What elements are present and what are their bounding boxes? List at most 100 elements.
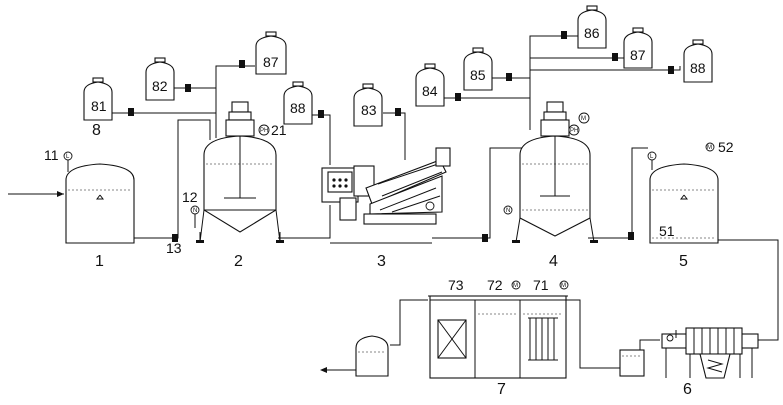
valve-icon	[506, 73, 512, 81]
label-unit-3: 3	[377, 253, 386, 270]
pump-icon	[666, 334, 674, 342]
tank-81-label: 81	[91, 98, 107, 114]
motor-sensor-tag: M	[707, 145, 712, 151]
receiving-tank	[619, 349, 645, 377]
valve-icon	[455, 93, 461, 101]
tank-84-label: 84	[422, 83, 438, 99]
level-sensor-tag: L	[650, 154, 654, 160]
screw-body	[365, 159, 447, 205]
valve-icon	[318, 110, 324, 118]
label-unit-1: 1	[95, 253, 104, 270]
ph-sensor-icon	[568, 124, 580, 136]
ph-sensor-icon	[258, 124, 270, 136]
tank-87a-label: 87	[263, 54, 279, 70]
label-52: 52	[718, 139, 734, 155]
level-sensor-tag: L	[66, 154, 70, 160]
pipe-83-to-3	[383, 112, 406, 160]
dosing-tanks: 81 82 87 88 83 84 85	[83, 5, 713, 127]
tank-1: L	[63, 151, 135, 244]
dosing-tank-87b: 87	[623, 27, 653, 69]
valve-icon	[668, 66, 674, 74]
label-73: 73	[448, 277, 464, 293]
motor-sensor-tag: M	[561, 283, 566, 289]
tank-5: L M	[647, 142, 719, 244]
label-11: 11	[44, 147, 59, 163]
filter-press-6	[661, 327, 759, 379]
label-21: 21	[271, 122, 287, 138]
valve-icon	[482, 234, 488, 242]
dosing-tank-87a: 87	[255, 31, 287, 75]
n-sensor-tag: N	[506, 208, 510, 214]
label-unit-2: 2	[234, 253, 243, 270]
dosing-tank-88b: 88	[683, 39, 713, 83]
chem-header-right	[440, 35, 578, 99]
unit-7-treatment: M M	[428, 280, 569, 379]
pipe-2-to-3	[278, 205, 331, 239]
tank-87b-label: 87	[630, 47, 646, 63]
pipe-7-to-effluent-tank	[390, 299, 428, 346]
ph-sensor-tag: PH	[260, 128, 268, 134]
dosing-tank-88a: 88	[283, 81, 313, 125]
motor-icon	[546, 101, 564, 113]
dosing-tank-83: 83	[353, 83, 383, 127]
outlet-arrow-icon	[320, 367, 327, 373]
valve-icon	[628, 232, 634, 240]
motor-icon	[231, 101, 249, 113]
valves	[128, 31, 674, 242]
reference-labels: 1 2 3 4 5 6 7 8 11 12 13 21 51 52 71 72 …	[44, 122, 734, 398]
label-unit-4: 4	[549, 253, 558, 270]
tank-88a-label: 88	[290, 100, 306, 116]
tank-83-label: 83	[361, 102, 377, 118]
pipe-5-to-6	[718, 239, 779, 341]
tank-85-label: 85	[470, 67, 486, 83]
tank-82-label: 82	[152, 78, 168, 94]
dosing-tank-85: 85	[463, 47, 493, 91]
label-51: 51	[659, 223, 675, 239]
label-unit-5: 5	[679, 253, 688, 270]
label-unit-6: 6	[683, 381, 692, 398]
label-unit-8: 8	[92, 122, 101, 139]
n-sensor-icon	[503, 205, 513, 215]
motor-sensor-tag: M	[513, 283, 518, 289]
valve-icon	[172, 234, 178, 242]
label-72: 72	[487, 277, 503, 293]
dosing-tank-81: 81	[83, 77, 113, 121]
motor-sensor-icon	[559, 280, 569, 290]
pipe-6-to-tank	[639, 339, 660, 350]
chem-header-left	[112, 65, 255, 114]
pipe-4-to-5	[588, 147, 648, 239]
level-mark-icon	[680, 194, 688, 200]
unit-3-screw-press	[321, 147, 451, 244]
valve-icon	[612, 53, 618, 61]
label-13: 13	[166, 240, 182, 256]
pipe-3-to-4	[432, 147, 528, 239]
tank-88b-label: 88	[690, 60, 706, 76]
dosing-tank-86: 86	[577, 5, 607, 49]
valve-icon	[128, 108, 134, 116]
valve-icon	[185, 84, 191, 92]
valve-icon	[395, 108, 401, 116]
motor-sensor-tag: M	[581, 116, 586, 122]
inlet-arrow-icon	[57, 191, 64, 197]
label-unit-7: 7	[497, 381, 506, 398]
pipe-88-to-3	[310, 114, 331, 165]
membrane-module	[528, 317, 558, 361]
motor-sensor-icon	[705, 142, 715, 152]
pipe-tank-to-7	[566, 299, 620, 369]
tank-86-label: 86	[584, 25, 600, 41]
ph-sensor-tag: PH	[570, 128, 578, 134]
effluent-tank	[355, 335, 389, 377]
level-mark-icon	[96, 194, 104, 200]
pipe-1-to-2	[133, 119, 211, 239]
valve-icon	[239, 60, 245, 68]
pipe-88b	[530, 66, 681, 71]
label-71: 71	[533, 277, 549, 293]
dosing-tank-84: 84	[415, 63, 445, 107]
drive-motor-icon	[435, 147, 451, 167]
n-sensor-tag: N	[193, 208, 197, 214]
valve-icon	[561, 31, 567, 39]
tank-2-reactor: PH N	[190, 101, 284, 243]
motor-sensor-icon	[511, 280, 521, 290]
